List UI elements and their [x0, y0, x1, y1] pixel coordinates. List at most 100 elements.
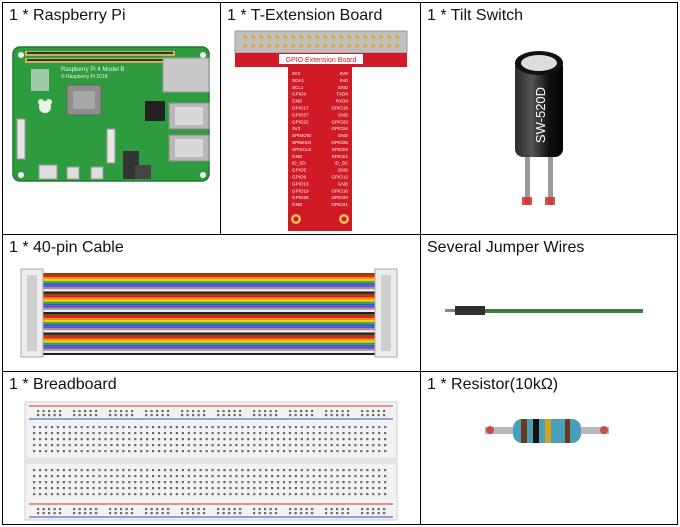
breadboard-hole	[336, 444, 339, 447]
breadboard-hole	[92, 438, 95, 441]
breadboard-hole	[56, 444, 59, 447]
breadboard-hole	[361, 410, 364, 413]
breadboard-hole	[122, 438, 125, 441]
pin-label-right: GND	[338, 168, 349, 173]
pin-label-left: SDA1	[292, 78, 304, 83]
ribbon-wire	[43, 299, 375, 302]
breadboard-hole	[342, 426, 345, 429]
breadboard-hole	[192, 512, 195, 515]
breadboard-hole	[98, 475, 101, 478]
breadboard-hole	[62, 481, 65, 484]
breadboard-hole	[86, 481, 89, 484]
breadboard-hole	[120, 410, 123, 413]
breadboard-hole	[50, 469, 54, 472]
breadboard-hole	[217, 426, 220, 429]
breadboard-hole	[311, 512, 314, 515]
breadboard-hole	[229, 481, 232, 484]
breadboard-hole	[282, 426, 286, 429]
breadboard-hole	[163, 475, 167, 478]
breadboard-hole	[318, 444, 321, 447]
breadboard-hole	[95, 508, 98, 511]
label-resistor: 1 * Resistor(10kΩ)	[427, 376, 559, 393]
breadboard-hole	[161, 414, 164, 417]
breadboard-hole	[271, 469, 274, 472]
breadboard-hole	[241, 493, 244, 496]
breadboard-hole	[324, 481, 327, 484]
breadboard-hole	[38, 475, 42, 478]
breadboard-hole	[80, 469, 83, 472]
breadboard-hole	[324, 493, 327, 496]
ribbon-wire	[43, 281, 375, 284]
breadboard-hole	[305, 414, 308, 417]
breadboard-hole	[325, 410, 328, 413]
header-pin	[250, 43, 256, 49]
breadboard-hole	[157, 475, 161, 478]
breadboard-hole	[53, 414, 56, 417]
breadboard-hole	[33, 426, 36, 429]
breadboard-hole	[289, 512, 292, 515]
breadboard-hole	[48, 410, 51, 413]
breadboard-hole	[187, 481, 190, 484]
pin-label-left: GPIO13	[292, 181, 309, 186]
header-pin	[354, 34, 360, 40]
breadboard-hole	[186, 512, 189, 515]
pin-label-right: GPIO21	[331, 202, 348, 207]
breadboard-hole	[265, 469, 268, 472]
breadboard-hole	[116, 469, 119, 472]
breadboard-hole	[269, 512, 272, 515]
breadboard-hole	[205, 493, 208, 496]
ribbon-wire	[43, 307, 375, 310]
breadboard-hole	[181, 426, 184, 429]
breadboard-hole	[199, 432, 202, 435]
breadboard-hole	[336, 432, 339, 435]
breadboard-hole	[300, 512, 303, 515]
ribbon-wire	[43, 342, 375, 345]
breadboard-hole	[89, 410, 92, 413]
pin-label-left: SPIMOSI	[292, 133, 311, 138]
ribbon-wire	[43, 277, 375, 280]
breadboard-hole	[187, 450, 190, 453]
breadboard-hole	[146, 469, 149, 472]
breadboard-hole	[253, 493, 256, 496]
breadboard-hole	[348, 426, 351, 429]
breadboard-hole	[104, 469, 107, 472]
breadboard-hole	[146, 475, 149, 478]
breadboard-hole	[300, 414, 303, 417]
breadboard-hole	[44, 481, 48, 484]
breadboard-hole	[324, 432, 327, 435]
breadboard-hole	[312, 438, 315, 441]
ribbon-wire	[43, 346, 375, 349]
breadboard-hole	[110, 438, 113, 441]
breadboard-hole	[73, 414, 76, 417]
breadboard-hole	[360, 487, 363, 490]
ribbon-wire	[43, 330, 375, 333]
breadboard-hole	[378, 432, 381, 435]
breadboard-hole	[300, 508, 303, 511]
breadboard-hole	[330, 432, 333, 435]
ribbon-wire	[43, 295, 375, 298]
ribbon-wire	[43, 293, 375, 296]
breadboard-hole	[205, 438, 208, 441]
breadboard-hole	[259, 438, 262, 441]
breadboard-hole	[169, 493, 173, 496]
breadboard-hole	[265, 487, 268, 490]
raspberry-pi-illustration: Raspberry Pi 4 Model B © Raspberry Pi 20…	[12, 46, 210, 182]
breadboard-hole	[271, 475, 274, 478]
breadboard-hole	[253, 508, 256, 511]
breadboard-hole	[38, 432, 42, 435]
breadboard-hole	[366, 475, 369, 478]
breadboard-hole	[44, 444, 48, 447]
breadboard-hole	[354, 426, 357, 429]
breadboard-hole	[276, 432, 280, 435]
breadboard-hole	[187, 475, 190, 478]
breadboard-hole	[131, 512, 134, 515]
breadboard-hole	[122, 450, 125, 453]
breadboard-hole	[131, 508, 134, 511]
breadboard-hole	[62, 438, 65, 441]
breadboard-hole	[306, 481, 309, 484]
header-pin	[378, 43, 384, 49]
breadboard-hole	[33, 432, 36, 435]
breadboard-hole	[152, 432, 155, 435]
breadboard-hole	[377, 512, 380, 515]
breadboard-hole	[361, 512, 364, 515]
